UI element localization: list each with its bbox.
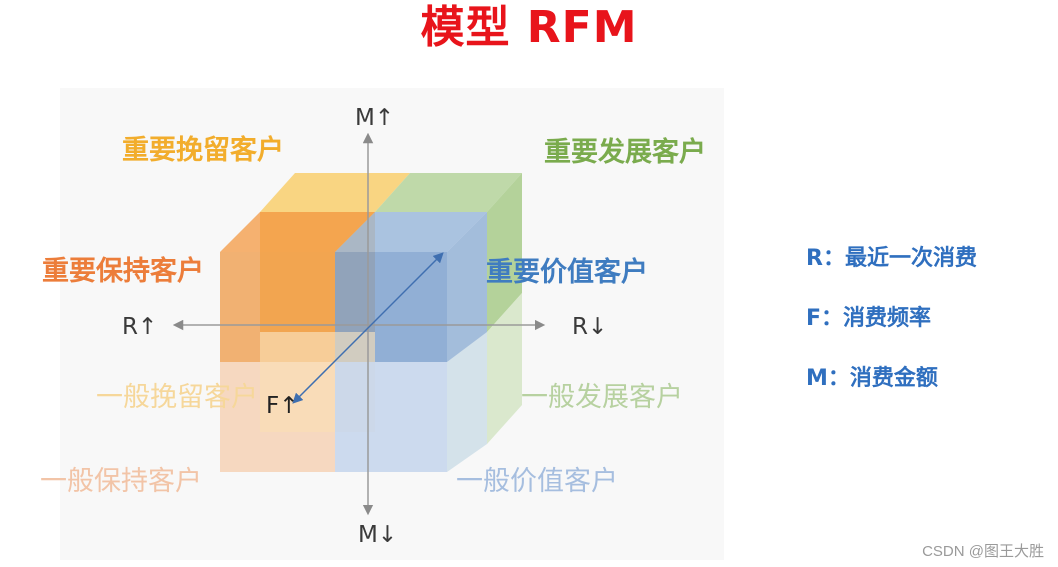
legend-item-r: R：最近一次消费 xyxy=(806,246,977,271)
segment-general-value: 一般价值客户 xyxy=(456,466,618,497)
cube-lower-right-face xyxy=(335,362,447,472)
cube-right-lower xyxy=(487,293,522,444)
legend-item-m: M：消费金额 xyxy=(806,366,938,391)
watermark: CSDN @图王大胜 xyxy=(922,543,1044,560)
axis-label-r-down: R↓ xyxy=(572,314,608,340)
cube-lower-right-side xyxy=(447,332,487,472)
axis-label-m-down: M↓ xyxy=(358,522,398,548)
segment-important-value: 重要价值客户 xyxy=(486,257,648,288)
page-title: 模型 RFM xyxy=(420,2,638,53)
legend: R：最近一次消费 F：消费频率 M：消费金额 xyxy=(806,244,977,424)
segment-important-develop: 重要发展客户 xyxy=(544,137,706,168)
cube-top-right-back xyxy=(375,173,522,212)
segment-general-keep: 一般保持客户 xyxy=(40,466,202,497)
segment-important-retain: 重要挽留客户 xyxy=(122,135,284,166)
segment-general-develop: 一般发展客户 xyxy=(521,382,683,413)
f-axis-line xyxy=(292,252,444,404)
segment-important-keep: 重要保持客户 xyxy=(42,256,204,287)
axis-label-r-up: R↑ xyxy=(122,314,158,340)
cube-right-upper xyxy=(487,173,522,332)
segment-general-retain: 一般挽留客户 xyxy=(96,382,258,413)
legend-item-f: F：消费频率 xyxy=(806,306,932,331)
axis-label-f-up: F↑ xyxy=(266,393,299,419)
axis-label-m-up: M↑ xyxy=(355,105,395,131)
